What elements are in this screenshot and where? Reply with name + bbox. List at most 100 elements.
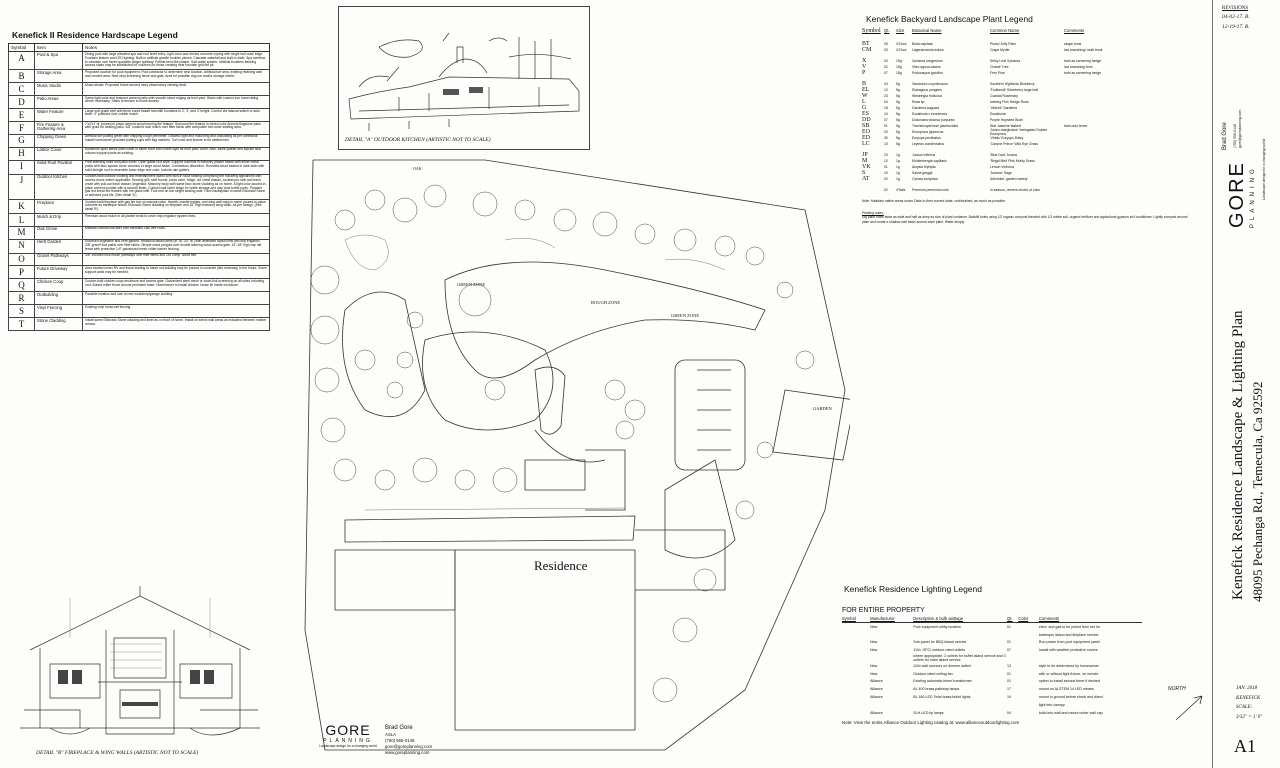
lighting-col-description: Description & bulb wattage xyxy=(913,616,964,621)
plant-cell: LC xyxy=(862,141,870,147)
plant-cell: 1g xyxy=(896,165,900,169)
title-block-logo-tagline: Landscape design for a changing world xyxy=(1262,139,1266,200)
lighting-cell: Alliance xyxy=(870,710,883,715)
hardscape-item: Fire Feature & Gathering Area xyxy=(34,120,83,135)
hardscape-symbol: J xyxy=(8,173,35,200)
lighting-cell: Existing automatic timer/ transformer xyxy=(913,679,972,684)
hardscape-symbol: F xyxy=(8,120,35,135)
plant-cell: train as screening hedge xyxy=(1064,71,1102,75)
plant-cell: 23 xyxy=(884,153,888,157)
lighting-cell: SLH-LED lip lamps xyxy=(913,710,944,715)
plant-cell: train onto fence xyxy=(1064,124,1088,128)
lighting-legend-header: Symbol Manufacturer Description & bulb w… xyxy=(842,616,1142,623)
plant-cell: 1g xyxy=(896,177,900,181)
lighting-legend: Kenefick Residence Lighting Legend FOR E… xyxy=(842,584,1142,725)
title-block-designer-name: Brad Gore xyxy=(1222,122,1228,150)
north-arrow: NORTH xyxy=(1168,686,1203,721)
plant-cell: 'Aureo-marginatus' Variegated Golden Euo… xyxy=(990,128,1048,136)
hardscape-notes: Diving pool with large elevated spa and … xyxy=(82,51,270,70)
sheet-scale-label: SCALE: xyxy=(1236,705,1253,710)
plant-cell: Premium perennial color xyxy=(912,188,949,192)
plant-col-symbol: Symbol xyxy=(862,28,881,34)
detail-a-sketch: DETAIL "A" OUTDOOR KITCHEN (ARTISTIC NOT… xyxy=(338,6,590,150)
plant-legend: Kenefick Backyard Landscape Plant Legend… xyxy=(862,14,1202,224)
plant-cell: JP xyxy=(862,152,868,158)
sheet-date: JAN. 2018 xyxy=(1236,686,1258,691)
lighting-cell: elect. and gas to be pulled from her for xyxy=(1038,624,1101,629)
hardscape-notes: Custom-built fireplace with gas fire bar… xyxy=(82,198,270,214)
gore-planning-logo: GORE PLANNING Landscape design for a cha… xyxy=(318,722,378,748)
lighting-cell: mount in ground before shrub and direct xyxy=(1038,695,1103,700)
plant-cell: Vaccinium corymbosum xyxy=(912,82,948,86)
sheet-meta: JAN. 2018 KENEFICK SCALE: 3/32" = 1' 0" xyxy=(1236,684,1262,722)
hardscape-symbol: P xyxy=(8,265,35,280)
hardscape-symbol: I xyxy=(8,159,35,175)
plant-cell: 5g xyxy=(896,130,900,134)
plant-col-size: Size xyxy=(896,28,905,33)
lighting-cell: Alliance xyxy=(870,687,883,692)
hardscape-col-symbol: Symbol xyxy=(8,42,35,53)
plant-cell: L xyxy=(862,99,866,105)
plant-cell: 'Blue Dart' Juncus xyxy=(990,153,1018,157)
plant-cell: 5g xyxy=(896,142,900,146)
plant-cell: 5g xyxy=(896,112,900,116)
plant-cell: Pindo/ Jelly Palm xyxy=(990,42,1017,46)
revision-2: 12-19-17. B. xyxy=(1222,23,1250,30)
hardscape-notes: 7'x4'x1' ht. poured-in-place cement wood… xyxy=(82,120,270,135)
plant-cell: 10 xyxy=(884,142,888,146)
hardscape-item: Pool & Spa xyxy=(34,51,83,70)
hardscape-notes: Music studio: Proposed future second sto… xyxy=(82,81,270,96)
lighting-cell: 01 xyxy=(1007,679,1011,684)
hardscape-symbol: T xyxy=(8,317,35,332)
plant-cell: W xyxy=(862,93,868,99)
lighting-cell: Alliance xyxy=(870,695,883,700)
detail-a-caption: DETAIL "A" OUTDOOR KITCHEN (ARTISTIC NOT… xyxy=(345,137,491,143)
lighting-legend-title: Kenefick Residence Lighting Legend xyxy=(844,584,982,594)
planting-notes: Planting notes: Dig plant holes twice as… xyxy=(862,211,1192,224)
hardscape-symbol: K xyxy=(8,198,35,214)
lighting-cell: 04 xyxy=(1007,710,1011,715)
lighting-cell: where appropriate. 2 outlets for buffet … xyxy=(913,654,1006,663)
hardscape-notes: Custom-built outdoor cooking and enterta… xyxy=(82,173,270,200)
lighting-cell: build into wall and mount under wall cap xyxy=(1038,710,1103,715)
hardscape-symbol: R xyxy=(8,291,35,306)
designer-line3: gore@goreplanning.com xyxy=(385,744,433,750)
residence-label: Residence xyxy=(534,558,588,573)
fireplace-sketch xyxy=(20,586,260,736)
plant-cell: B xyxy=(862,81,867,87)
lighting-cell: with or without light fixture, on remote xyxy=(1038,671,1099,676)
plant-cell: 07 xyxy=(884,71,888,75)
hardscape-item: Chipping Green xyxy=(34,133,83,148)
plant-col-qty: Qt. xyxy=(884,28,890,33)
plant-cell: Xylosma congestum xyxy=(912,59,943,63)
garden-label: GARDEN xyxy=(813,406,832,411)
plant-cell: 05 xyxy=(884,42,888,46)
revisions: REVISIONS 04-02-17. B. 12-19-17. B. xyxy=(1222,4,1250,33)
rough-zone-label: ROUGH ZONE xyxy=(591,300,621,305)
logo-sub: PLANNING xyxy=(323,738,373,744)
hardscape-symbol: N xyxy=(8,238,35,254)
plant-cell: 03 xyxy=(884,48,888,52)
hardscape-notes: Aluminum open lattice patio cover in sam… xyxy=(82,146,270,161)
hardscape-item: Oak Grove xyxy=(34,225,83,240)
plant-cell: 5g xyxy=(896,100,900,104)
plant-col-comments: Comments xyxy=(1064,28,1085,33)
detail-b-sketch: DETAIL "B" FIREPLACE & WING WALLS (ARTIS… xyxy=(10,578,272,766)
lighting-cell: 10 xyxy=(1007,695,1011,700)
plant-cell: Muhlenbergia capillaris xyxy=(912,159,947,163)
hardscape-item: Future Driveway xyxy=(34,265,83,280)
title-block-designer-contact: (760) 555-0148 gore@goreplanning.com xyxy=(1233,110,1242,148)
lighting-cell: 01 xyxy=(1007,671,1011,676)
plant-cell: 02 xyxy=(884,188,888,192)
lighting-cell: mount on ALSTEM 14 LED means xyxy=(1038,687,1094,692)
